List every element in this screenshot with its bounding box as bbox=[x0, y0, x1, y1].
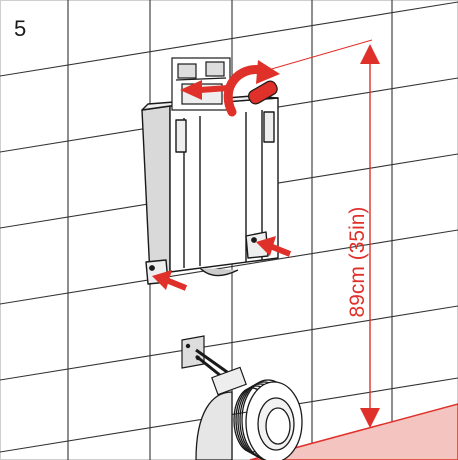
double-headed-arrow-icon bbox=[267, 39, 380, 428]
latch bbox=[175, 119, 187, 153]
cistern bbox=[141, 95, 279, 285]
floor bbox=[249, 403, 458, 460]
dimension-label: 89cm (35in) bbox=[346, 206, 369, 318]
right-foot bbox=[245, 231, 269, 259]
lever-handle bbox=[247, 80, 278, 105]
mechanism-bar bbox=[175, 77, 227, 81]
right-arrow-icon bbox=[180, 80, 229, 100]
mechanism-part bbox=[205, 61, 225, 77]
tile-line bbox=[0, 1, 458, 77]
drain-pipe bbox=[195, 379, 303, 460]
mechanism-part bbox=[177, 63, 197, 79]
latch bbox=[263, 111, 275, 143]
right-arrow-icon bbox=[256, 236, 292, 257]
step-number: 5 bbox=[14, 16, 27, 41]
curved-rotate-arrow-icon bbox=[223, 60, 280, 117]
tile-line bbox=[0, 305, 458, 381]
wall-bracket bbox=[181, 335, 247, 396]
cistern-outlet bbox=[199, 267, 239, 277]
tile-line bbox=[0, 229, 458, 305]
screw bbox=[251, 237, 257, 243]
right-arrow-icon bbox=[152, 270, 188, 291]
screw bbox=[149, 265, 155, 271]
